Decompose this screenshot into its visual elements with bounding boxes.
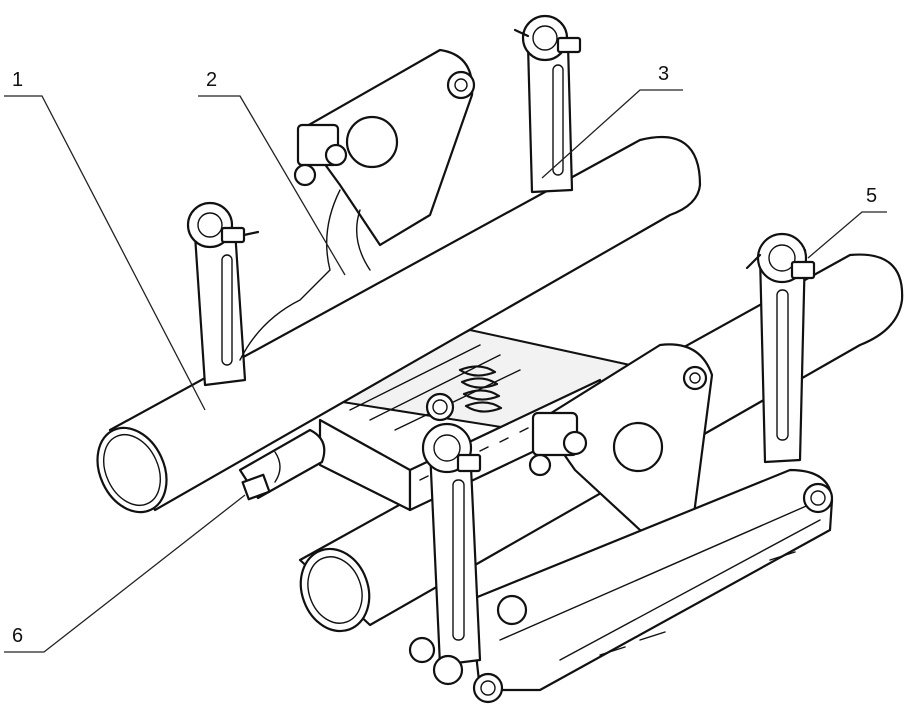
front-link-bolt (474, 674, 502, 702)
back-hanger-nut (558, 38, 580, 52)
leader-6 (4, 495, 245, 652)
leader-1 (4, 96, 205, 410)
callout-label-2: 2 (206, 69, 217, 91)
back-hanger-link (515, 16, 580, 192)
callout-label-3: 3 (658, 63, 669, 85)
callout-label-6: 6 (12, 625, 23, 647)
callout-label-5: 5 (866, 185, 877, 207)
left-hanger-nut (222, 228, 244, 242)
callout-label-1: 1 (12, 69, 23, 91)
front-hanger-nut (458, 455, 480, 471)
rail-bolt (804, 484, 832, 512)
right-hanger-nut (792, 262, 814, 278)
frame-bolt (427, 394, 453, 420)
leader-5 (808, 212, 887, 258)
